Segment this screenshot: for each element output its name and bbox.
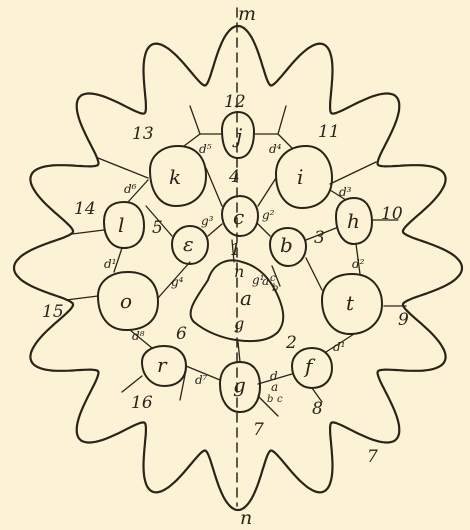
suture-label-b-upper: b [272, 283, 278, 294]
region-number-16: 16 [131, 393, 153, 413]
region-number-3: 3 [314, 228, 325, 248]
suture-label-d8: d⁸ [132, 329, 145, 343]
region-number-6: 6 [176, 324, 187, 344]
cell-label-n-small: n [234, 262, 244, 281]
cell-i [276, 146, 332, 208]
suture-label-c-lower: c [277, 394, 283, 405]
axis-label-bottom: n [240, 507, 252, 529]
cell-label-k: k [169, 165, 181, 189]
region-number-14: 14 [74, 199, 96, 219]
cell-label-r: r [157, 353, 168, 377]
suture-label-d5: d⁵ [199, 142, 212, 156]
region-number-9: 9 [398, 310, 409, 330]
suture-label-d4: d⁴ [269, 142, 282, 156]
region-number-5: 5 [152, 218, 163, 238]
region-number-10: 10 [381, 204, 403, 224]
region-number-1: 1 [230, 240, 241, 260]
suture-label-b-lower: b [267, 394, 273, 405]
cell-label-c: c [233, 205, 244, 229]
cell-label-b: b [280, 233, 293, 257]
region-number-7-inner: 7 [253, 420, 264, 440]
suture-label-g4: g⁴ [171, 275, 184, 289]
suture-label-d2: d² [352, 257, 365, 271]
cell-label-t: t [346, 291, 355, 315]
cell-label-a: a [240, 286, 252, 310]
cell-label-h: h [347, 209, 360, 233]
suture-label-d7: d⁷ [195, 373, 208, 387]
suture-label-a-lower: a [271, 380, 278, 394]
region-number-2: 2 [285, 333, 297, 353]
suture-label-g3: g³ [201, 214, 214, 228]
cell-label-epsilon: ε [183, 232, 194, 256]
suture-label-a-upper: a [262, 274, 269, 288]
region-number-7-outer: 7 [367, 447, 378, 467]
region-number-13: 13 [132, 124, 154, 144]
region-number-12: 12 [224, 92, 246, 112]
suture-label-d1: d¹ [104, 257, 117, 271]
cell-label-i: i [297, 165, 303, 189]
region-number-8: 8 [312, 399, 323, 419]
axis-label-top: m [238, 3, 256, 25]
region-number-11: 11 [318, 122, 340, 142]
cell-label-l: l [118, 213, 124, 237]
region-number-15: 15 [42, 302, 64, 322]
cell-label-g-small: g [234, 314, 244, 333]
suture-label-d3: d³ [339, 185, 352, 199]
cell-label-f: f [303, 354, 316, 378]
suture-label-d-upper-right: d¹ [333, 340, 346, 354]
cell-label-g: g [233, 373, 246, 397]
suture-label-d6: d⁶ [124, 182, 137, 196]
region-number-4: 4 [228, 167, 240, 187]
suture-label-g2: g² [262, 208, 275, 222]
cell-label-j: j [232, 124, 242, 148]
cell-label-o: o [120, 289, 132, 313]
